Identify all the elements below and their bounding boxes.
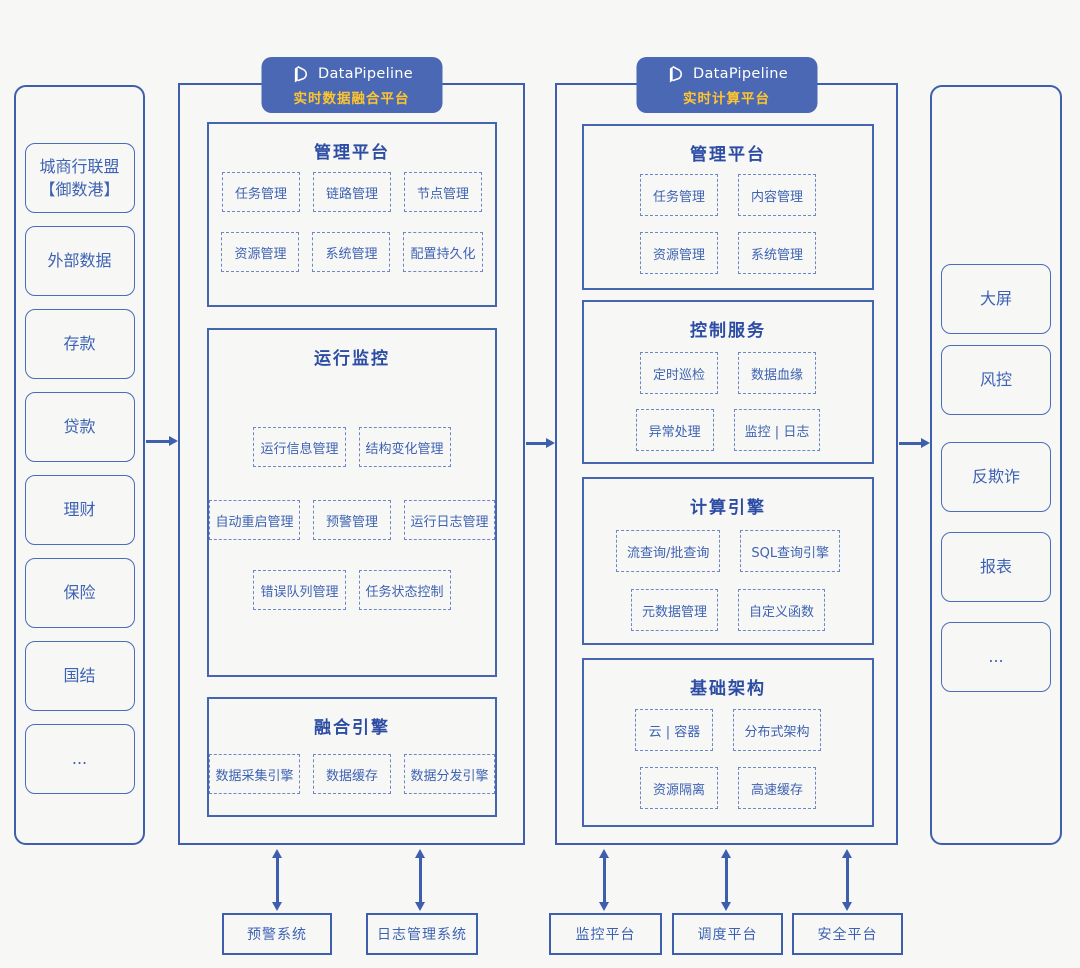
module-box: 内容管理 — [738, 174, 816, 216]
source-item: 理财 — [24, 475, 135, 545]
section-title: 融合引擎 — [314, 718, 390, 738]
module-row: 错误队列管理 任务状态控制 — [209, 570, 495, 610]
module-box: SQL查询引擎 — [740, 530, 841, 572]
module-box: 预警管理 — [313, 500, 391, 540]
arrow-fusion-alert-system — [272, 849, 282, 911]
brand-name: DataPipeline — [318, 66, 413, 82]
section-management-platform: 管理平台 任务管理 链路管理 节点管理 资源管理 系统管理 配置持久化 — [207, 122, 497, 307]
module-box: 监控 | 日志 — [733, 409, 821, 451]
module-row: 流查询/批查询 SQL查询引擎 — [584, 530, 872, 572]
module-box: 运行日志管理 — [404, 500, 495, 540]
consumer-item: 大屏 — [941, 264, 1051, 334]
module-box: 数据血缘 — [738, 352, 816, 394]
module-box: 流查询/批查询 — [615, 530, 721, 572]
consumer-item: 报表 — [941, 532, 1051, 602]
module-box: 链路管理 — [313, 172, 391, 212]
module-box: 分布式架构 — [733, 709, 821, 751]
module-box: 任务管理 — [640, 174, 718, 216]
consumer-item: 风控 — [941, 345, 1051, 415]
module-box: 运行信息管理 — [253, 427, 346, 467]
datapipeline-logo-icon — [290, 64, 311, 85]
source-item: 国结 — [24, 641, 135, 711]
module-box: 任务管理 — [222, 172, 300, 212]
module-box: 数据分发引擎 — [404, 754, 495, 794]
arrow-compute-schedule-platform — [721, 849, 731, 911]
external-system-box: 日志管理系统 — [366, 913, 478, 955]
module-row: 任务管理 内容管理 — [584, 174, 872, 216]
source-item: 外部数据 — [24, 226, 135, 296]
module-box: 定时巡检 — [640, 352, 718, 394]
module-box: 数据缓存 — [313, 754, 391, 794]
consumer-item: 反欺诈 — [941, 442, 1051, 512]
arrow-compute-to-consumers — [899, 438, 930, 448]
module-box: 资源隔离 — [640, 767, 718, 809]
module-box: 结构变化管理 — [358, 427, 451, 467]
section-title: 计算引擎 — [690, 498, 766, 518]
module-row: 资源隔离 高速缓存 — [584, 767, 872, 809]
fusion-platform-badge: DataPipeline 实时数据融合平台 — [261, 57, 442, 113]
module-box: 节点管理 — [404, 172, 482, 212]
data-source-panel: 城商行联盟 【御数港】 外部数据 存款 贷款 理财 保险 国结 ... — [14, 85, 145, 845]
section-management-platform: 管理平台 任务管理 内容管理 资源管理 系统管理 — [582, 124, 874, 290]
module-box: 高速缓存 — [738, 767, 816, 809]
platform-subtitle: 实时数据融合平台 — [293, 90, 410, 107]
module-box: 系统管理 — [738, 232, 816, 274]
module-row: 异常处理 监控 | 日志 — [584, 409, 872, 451]
module-box: 自定义函数 — [738, 589, 826, 631]
external-system-box: 安全平台 — [792, 913, 903, 955]
brand-name: DataPipeline — [693, 66, 788, 82]
module-row: 运行信息管理 结构变化管理 — [209, 427, 495, 467]
section-title: 管理平台 — [690, 145, 766, 165]
data-consumer-panel: 大屏 风控 反欺诈 报表 ... — [930, 85, 1062, 845]
source-item: 存款 — [24, 309, 135, 379]
arrow-compute-security-platform — [842, 849, 852, 911]
module-box: 自动重启管理 — [209, 500, 300, 540]
source-item-more: ... — [24, 724, 135, 794]
section-title: 管理平台 — [314, 143, 390, 163]
module-row: 自动重启管理 预警管理 运行日志管理 — [209, 500, 495, 540]
module-row: 元数据管理 自定义函数 — [584, 589, 872, 631]
source-item: 贷款 — [24, 392, 135, 462]
external-system-box: 监控平台 — [549, 913, 662, 955]
external-system-box: 调度平台 — [672, 913, 783, 955]
arrow-fusion-log-system — [415, 849, 425, 911]
module-box: 异常处理 — [635, 409, 714, 451]
module-row: 数据采集引擎 数据缓存 数据分发引擎 — [209, 754, 495, 794]
module-box: 系统管理 — [312, 232, 391, 272]
module-box: 资源管理 — [640, 232, 718, 274]
module-row: 资源管理 系统管理 — [584, 232, 872, 274]
module-row: 定时巡检 数据血缘 — [584, 352, 872, 394]
section-run-monitoring: 运行监控 运行信息管理 结构变化管理 自动重启管理 预警管理 运行日志管理 错误… — [207, 328, 497, 677]
module-box: 数据采集引擎 — [209, 754, 300, 794]
module-box: 元数据管理 — [630, 589, 718, 631]
section-compute-engine: 计算引擎 流查询/批查询 SQL查询引擎 元数据管理 自定义函数 — [582, 477, 874, 645]
module-row: 任务管理 链路管理 节点管理 — [209, 172, 495, 212]
external-system-box: 预警系统 — [222, 913, 332, 955]
arrow-fusion-to-compute — [526, 438, 555, 448]
section-fusion-engine: 融合引擎 数据采集引擎 数据缓存 数据分发引擎 — [207, 697, 497, 817]
module-box: 配置持久化 — [403, 232, 483, 272]
section-title: 运行监控 — [314, 349, 390, 369]
module-box: 资源管理 — [221, 232, 300, 272]
section-title: 基础架构 — [690, 679, 766, 699]
module-row: 云 | 容器 分布式架构 — [584, 709, 872, 751]
arrow-compute-monitor-platform — [599, 849, 609, 911]
section-title: 控制服务 — [690, 321, 766, 341]
source-item: 城商行联盟 【御数港】 — [24, 143, 135, 213]
section-infrastructure: 基础架构 云 | 容器 分布式架构 资源隔离 高速缓存 — [582, 658, 874, 827]
compute-platform-badge: DataPipeline 实时计算平台 — [636, 57, 817, 113]
section-control-service: 控制服务 定时巡检 数据血缘 异常处理 监控 | 日志 — [582, 300, 874, 464]
module-row: 资源管理 系统管理 配置持久化 — [209, 232, 495, 272]
fusion-platform-box: DataPipeline 实时数据融合平台 管理平台 任务管理 链路管理 节点管… — [178, 57, 525, 845]
module-box: 云 | 容器 — [635, 709, 714, 751]
module-box: 错误队列管理 — [253, 570, 346, 610]
arrow-sources-to-fusion — [146, 436, 178, 446]
datapipeline-logo-icon — [665, 64, 686, 85]
consumer-item-more: ... — [941, 622, 1051, 692]
source-item: 保险 — [24, 558, 135, 628]
compute-platform-box: DataPipeline 实时计算平台 管理平台 任务管理 内容管理 资源管理 … — [555, 57, 898, 845]
module-box: 任务状态控制 — [358, 570, 451, 610]
platform-subtitle: 实时计算平台 — [683, 90, 770, 107]
